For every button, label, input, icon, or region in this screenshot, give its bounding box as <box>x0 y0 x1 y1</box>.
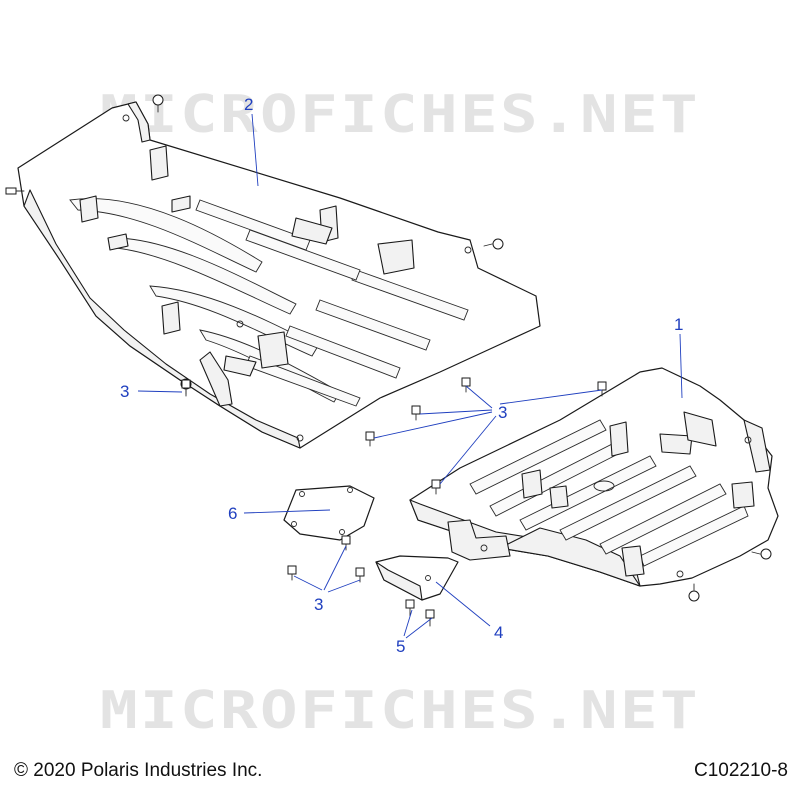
leader-lines <box>137 113 683 639</box>
fastener-part2-left <box>5 187 25 195</box>
callout-3-center: 3 <box>498 403 507 422</box>
fastener-part2-right <box>483 238 504 250</box>
fastener-part1-bottom <box>688 583 700 602</box>
fasteners-part5 <box>405 599 435 627</box>
callout-3-bottom: 3 <box>314 595 323 614</box>
copyright-text: © 2020 Polaris Industries Inc. <box>14 760 263 781</box>
cover-plate <box>283 485 375 541</box>
watermark-top: MICROFICHES.NET <box>100 85 700 145</box>
small-bracket <box>375 555 459 601</box>
fastener-part1-right <box>751 548 772 560</box>
callout-2: 2 <box>244 95 253 114</box>
callout-6: 6 <box>228 504 237 523</box>
callout-5: 5 <box>396 637 405 656</box>
callout-1: 1 <box>674 315 683 334</box>
skid-plate-rear <box>409 367 779 602</box>
fastener-part2-top <box>152 94 164 113</box>
watermark-bottom: MICROFICHES.NET <box>100 681 700 741</box>
drawing-number: C102210-8 <box>693 760 788 781</box>
fasteners-part3 <box>181 377 607 583</box>
callout-4: 4 <box>494 623 503 642</box>
callout-3-left: 3 <box>120 382 129 401</box>
skid-plate-front <box>5 94 541 449</box>
